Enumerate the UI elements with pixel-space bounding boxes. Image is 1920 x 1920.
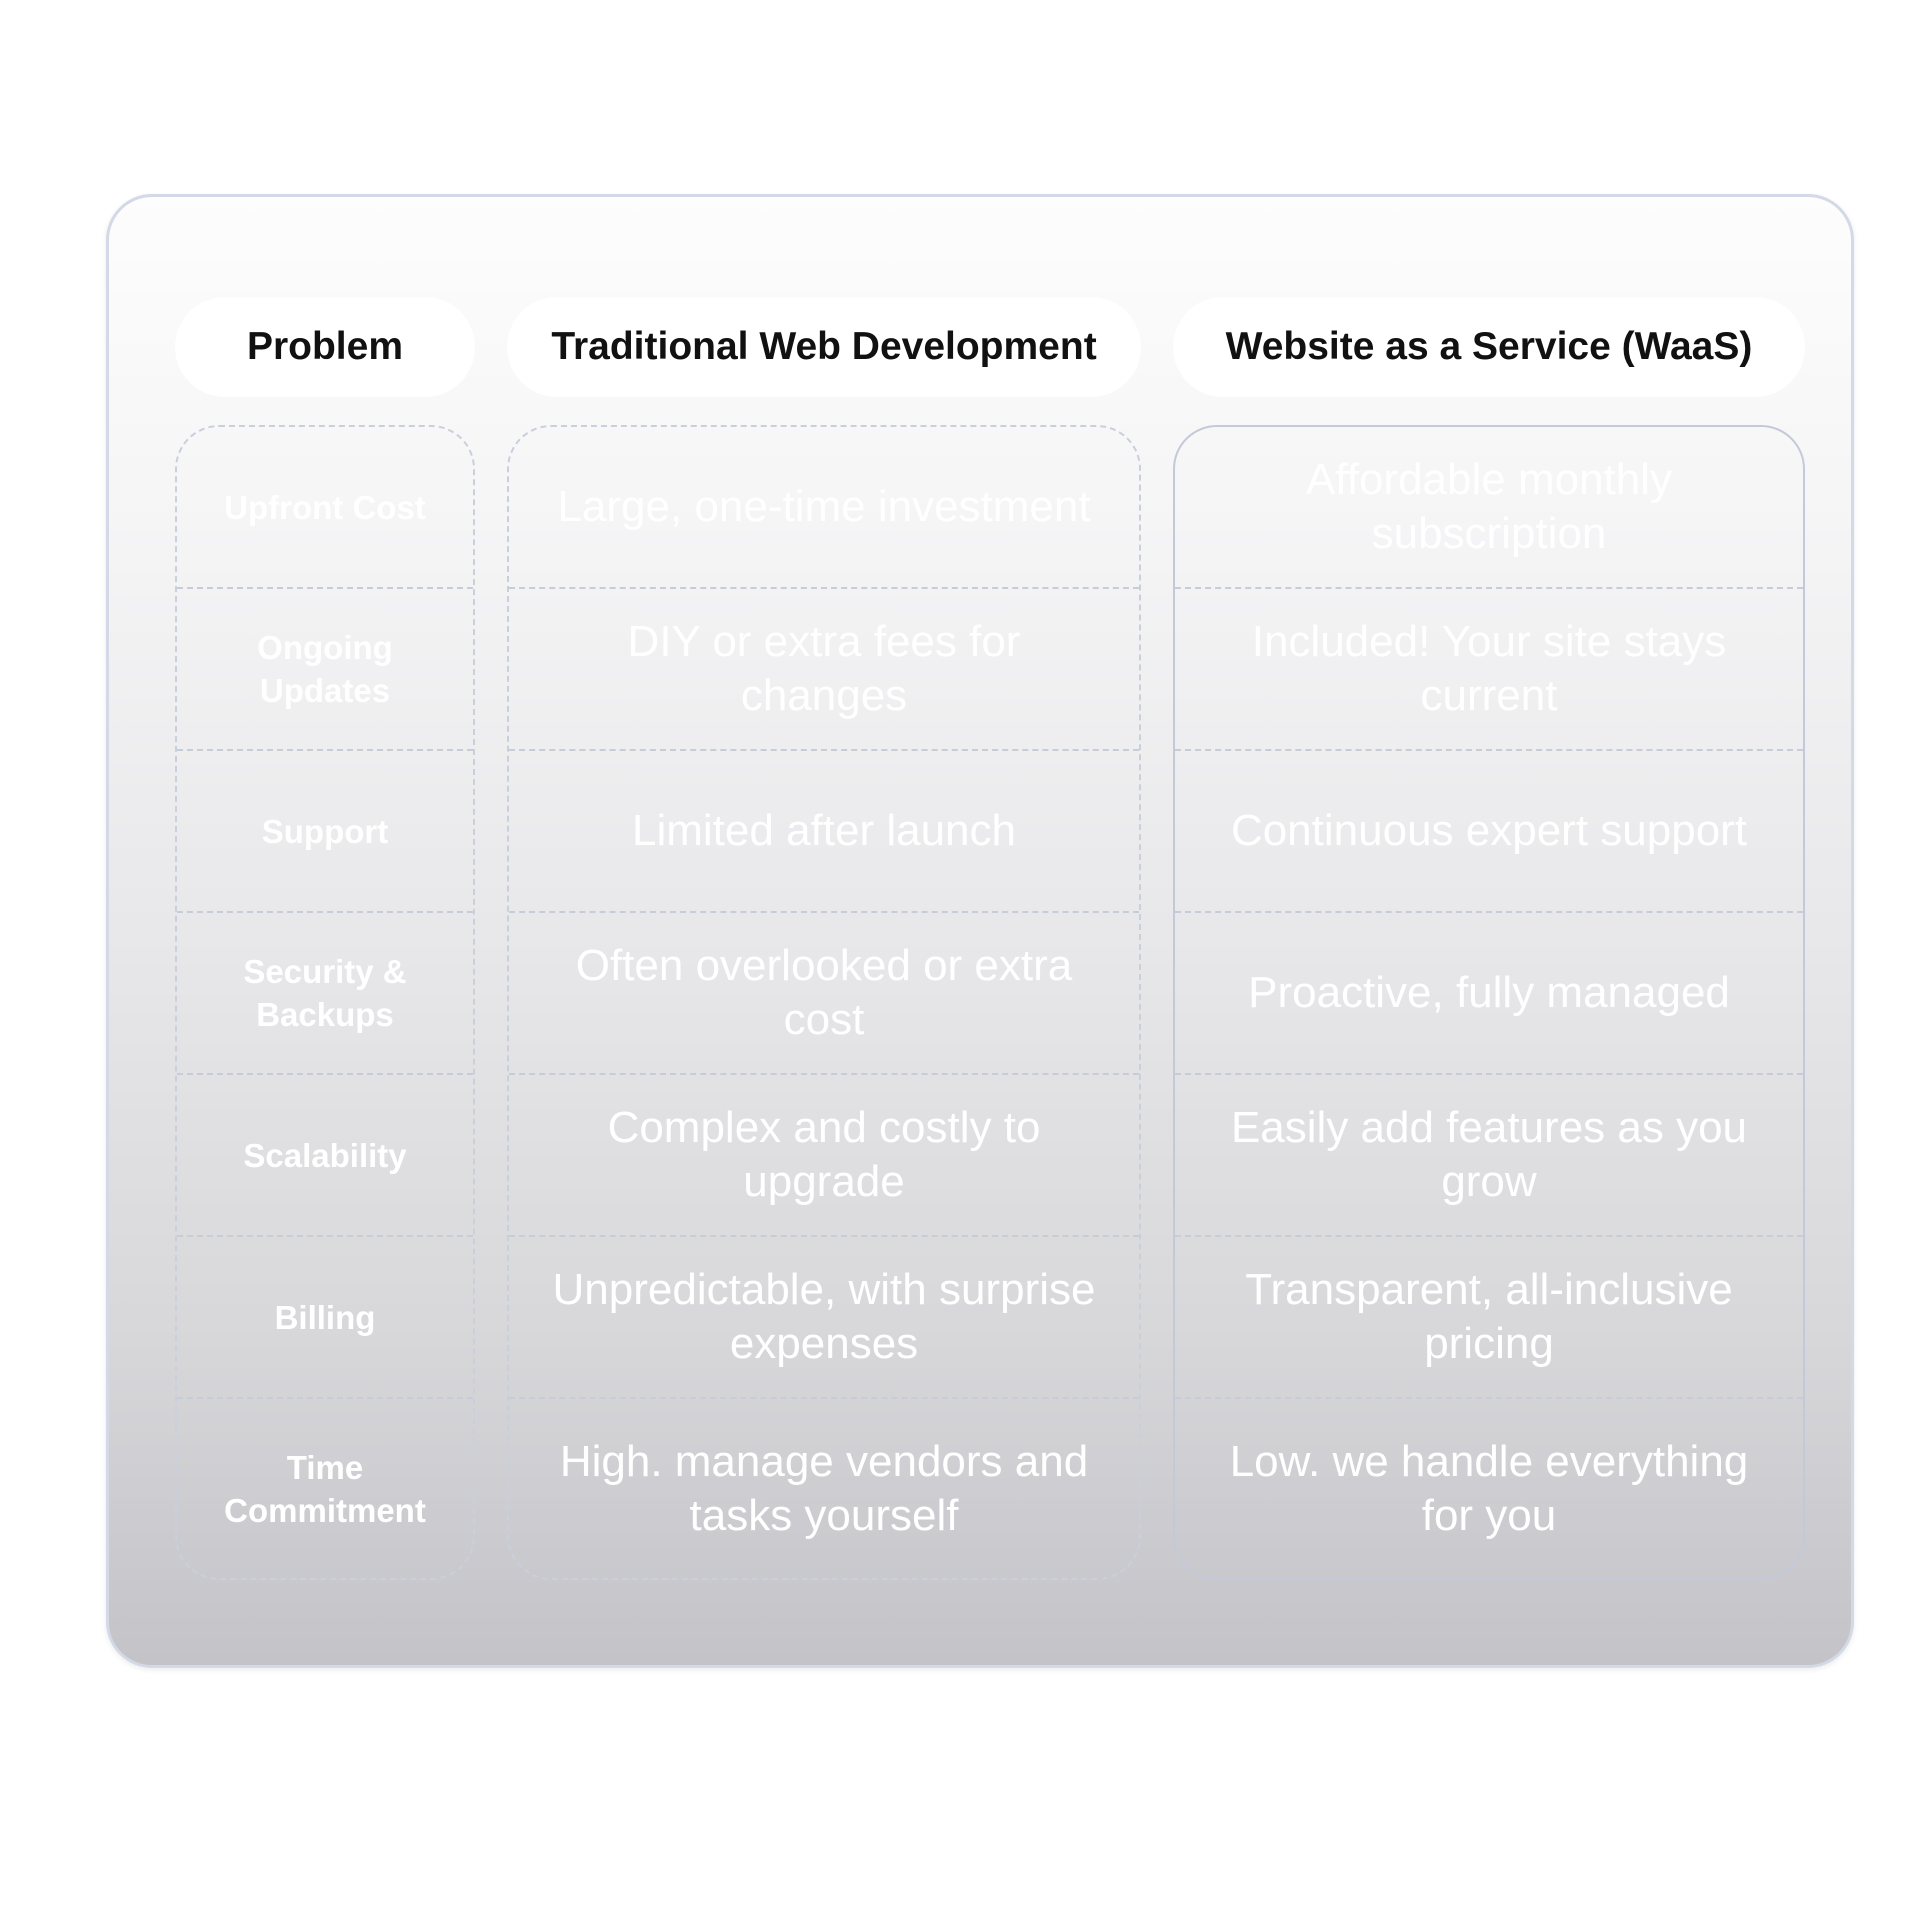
waas-cell-billing: Transparent, all-inclusive pricing — [1175, 1237, 1803, 1399]
comparison-card: Problem Upfront Cost Ongoing Updates Sup… — [106, 194, 1854, 1668]
waas-cell-scalability: Easily add features as you grow — [1175, 1075, 1803, 1237]
traditional-cell-scalability: Complex and costly to upgrade — [509, 1075, 1139, 1237]
header-waas: Website as a Service (WaaS) — [1173, 297, 1805, 397]
problem-cell-support: Support — [177, 751, 473, 913]
waas-cell-upfront-cost: Affordable monthly subscription — [1175, 427, 1803, 589]
problem-cell-time-commitment: Time Commitment — [224, 1449, 426, 1529]
traditional-cell-support: Limited after launch — [509, 751, 1139, 913]
header-problem: Problem — [175, 297, 475, 397]
waas-cell-security-backups: Proactive, fully managed — [1175, 913, 1803, 1075]
problem-cell-upfront-cost: Upfront Cost — [177, 427, 473, 589]
waas-cells: Affordable monthly subscription Included… — [1173, 425, 1805, 1580]
problem-cells: Upfront Cost Ongoing Updates Support Sec… — [175, 425, 475, 1580]
waas-column: Website as a Service (WaaS) Affordable m… — [1173, 297, 1805, 1580]
problem-column: Problem Upfront Cost Ongoing Updates Sup… — [175, 297, 475, 1580]
traditional-cell-upfront-cost: Large, one-time investment — [509, 427, 1139, 589]
traditional-column: Traditional Web Development Large, one-t… — [507, 297, 1141, 1580]
problem-cell-security-backups: Security & Backups — [177, 913, 473, 1075]
traditional-cell-security-backups: Often overlooked or extra cost — [509, 913, 1139, 1075]
waas-cell-support: Continuous expert support — [1175, 751, 1803, 913]
traditional-cell-ongoing-updates: DIY or extra fees for changes — [509, 589, 1139, 751]
waas-cell-ongoing-updates: Included! Your site stays current — [1175, 589, 1803, 751]
waas-cell-time-commitment: Low. we handle everything for you — [1229, 1437, 1749, 1540]
problem-cell-ongoing-updates: Ongoing Updates — [177, 589, 473, 751]
traditional-cell-time-commitment: High. manage vendors and tasks yourself — [559, 1437, 1089, 1540]
problem-cell-scalability: Scalability — [177, 1075, 473, 1237]
traditional-cell-billing: Unpredictable, with surprise expenses — [509, 1237, 1139, 1399]
traditional-cells: Large, one-time investment DIY or extra … — [507, 425, 1141, 1580]
header-traditional: Traditional Web Development — [507, 297, 1141, 397]
problem-cell-billing: Billing — [177, 1237, 473, 1399]
